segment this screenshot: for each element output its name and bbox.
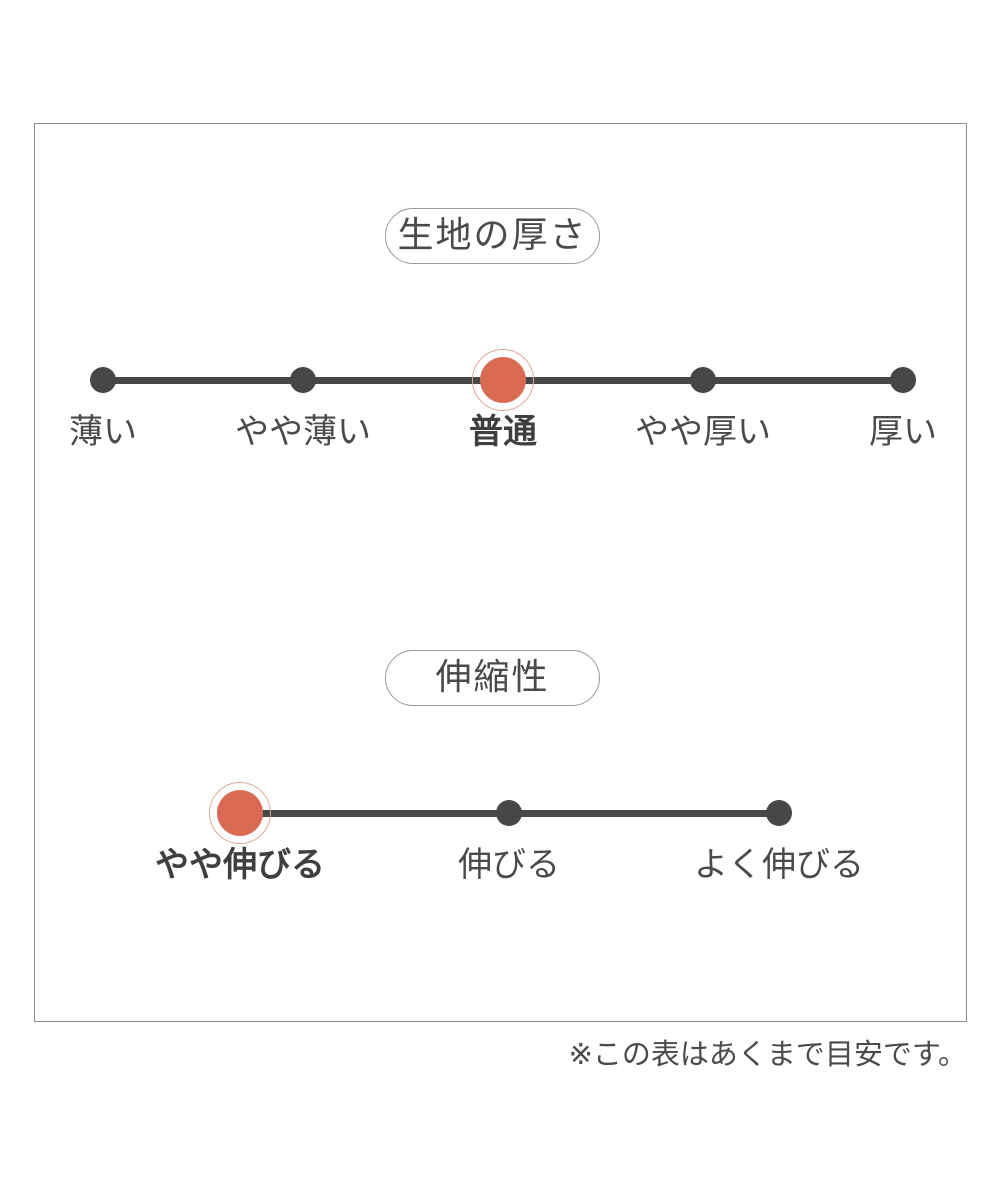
thickness-node-label: 薄い	[69, 412, 137, 452]
stretch-node-very-stretchy[interactable]: よく伸びる	[694, 800, 864, 882]
thickness-node-slightly-thin[interactable]: やや薄い	[235, 367, 371, 449]
stretch-node-stretchy[interactable]: 伸びる	[458, 800, 560, 882]
footnote-disclaimer: ※この表はあくまで目安です。	[568, 1037, 967, 1071]
stretch-scale: やや伸びる 伸びる よく伸びる	[0, 782, 1000, 923]
selected-marker-halo-icon	[472, 349, 534, 411]
section-heading-label-stretch: 伸縮性	[435, 657, 550, 698]
stretch-node-label: よく伸びる	[694, 845, 864, 885]
stretch-node-dot	[766, 800, 792, 826]
thickness-scale: 薄い やや薄い 普通 やや厚い 厚い	[0, 349, 1000, 490]
thickness-node-dot	[890, 367, 916, 393]
thickness-node-slightly-thick[interactable]: やや厚い	[635, 367, 771, 449]
thickness-node-dot	[690, 367, 716, 393]
thickness-node-thick[interactable]: 厚い	[869, 367, 937, 449]
selected-marker-halo-icon	[209, 782, 271, 844]
thickness-node-label: 厚い	[869, 412, 937, 452]
thickness-node-thin[interactable]: 薄い	[69, 367, 137, 449]
thickness-node-label: やや薄い	[235, 412, 371, 452]
stretch-node-label: やや伸びる	[155, 845, 325, 885]
thickness-node-label: やや厚い	[635, 412, 771, 452]
stretch-node-slightly-stretchy-selected[interactable]: やや伸びる	[155, 782, 325, 882]
section-heading-pill-stretch: 伸縮性	[385, 650, 600, 706]
thickness-node-normal-selected[interactable]: 普通	[469, 349, 537, 449]
stretch-node-dot	[496, 800, 522, 826]
section-heading-pill-thickness: 生地の厚さ	[385, 208, 600, 264]
thickness-node-dot	[290, 367, 316, 393]
stretch-node-label: 伸びる	[458, 845, 560, 885]
section-heading-label-thickness: 生地の厚さ	[397, 215, 588, 256]
spec-chart-frame	[34, 123, 967, 1022]
thickness-node-label: 普通	[469, 412, 537, 452]
thickness-node-dot	[90, 367, 116, 393]
